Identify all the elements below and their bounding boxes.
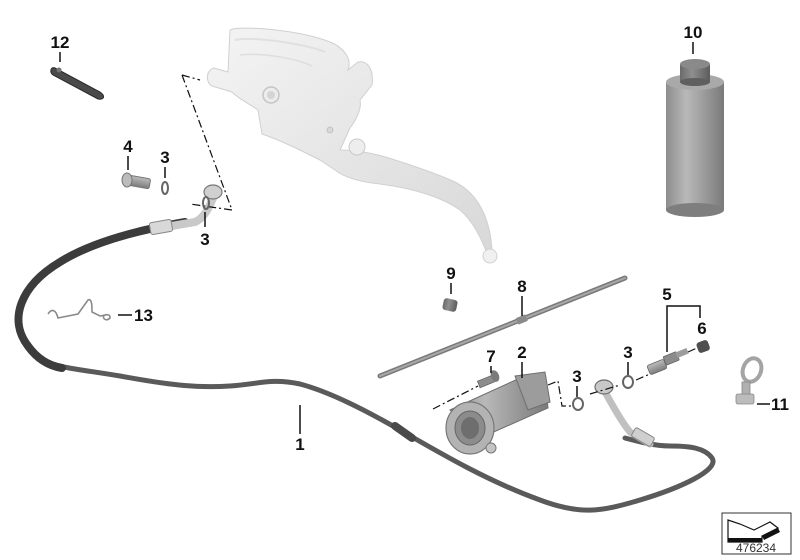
callout-1: 1 <box>295 435 304 454</box>
callout-10: 10 <box>684 23 703 42</box>
banjo-bolt-part-4 <box>121 172 151 190</box>
hose-clamp-part-11 <box>735 356 764 405</box>
slave-cylinder-part-2 <box>445 371 551 455</box>
callout-4: 4 <box>123 137 133 156</box>
callout-3a: 3 <box>160 148 169 167</box>
clutch-hose-part-1 <box>14 184 716 513</box>
clutch-master-cylinder-lever <box>206 27 498 264</box>
callout-3b: 3 <box>200 230 209 249</box>
callout-3d: 3 <box>623 343 632 362</box>
bleeder-valve-part-5 <box>646 347 689 375</box>
callout-11: 11 <box>771 395 789 414</box>
assembly-line-cap <box>687 347 698 353</box>
callout-6: 6 <box>697 319 706 338</box>
washer-part-3-upper-b <box>202 196 210 210</box>
washer-part-3-upper-a <box>161 181 169 195</box>
bracket-part-12 <box>50 67 105 100</box>
push-rod-part-8 <box>377 275 628 379</box>
dust-cap-part-6 <box>696 340 710 353</box>
wire-clip-part-13 <box>47 298 111 321</box>
washer-part-3-lower-a <box>572 397 584 411</box>
screw-part-7 <box>476 370 500 389</box>
washer-part-3-lower-b <box>622 375 634 389</box>
callout-8: 8 <box>517 277 526 296</box>
sleeve-part-9 <box>442 298 458 312</box>
callout-12: 12 <box>51 33 70 52</box>
callout-2: 2 <box>517 343 526 362</box>
leader-5-6 <box>666 305 701 352</box>
callout-5: 5 <box>662 285 671 304</box>
assembly-line-lower <box>432 380 572 410</box>
callout-3c: 3 <box>572 367 581 386</box>
image-number: 476234 <box>736 541 776 555</box>
callout-9: 9 <box>446 264 455 283</box>
callout-13: 13 <box>134 306 153 325</box>
callout-7: 7 <box>486 347 495 366</box>
image-reference-box <box>721 512 792 555</box>
brake-fluid-bottle-part-10 <box>666 59 724 217</box>
assembly-line-washers <box>589 373 651 395</box>
